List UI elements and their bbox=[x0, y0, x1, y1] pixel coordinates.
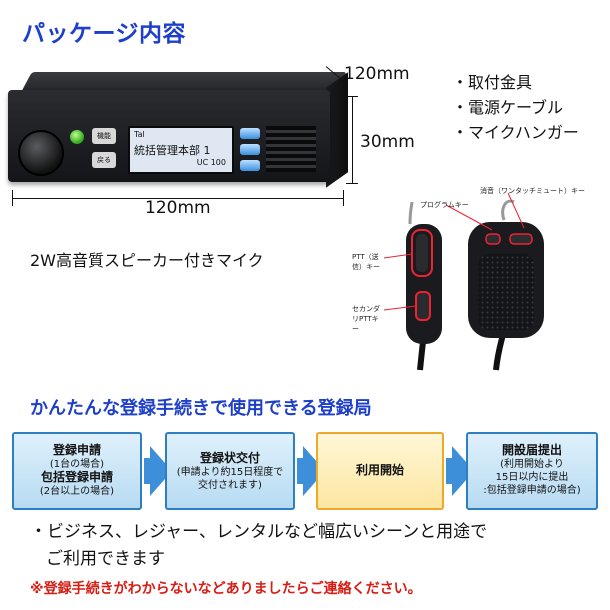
lcd-line-1: 統括管理本部 1 bbox=[134, 144, 211, 157]
step-2-note-2: 交付されます) bbox=[198, 480, 262, 491]
flow-arrow-3-stem bbox=[446, 458, 454, 484]
height-dimension-label: 30mm bbox=[360, 132, 415, 152]
usage-description: ・ビジネス、レジャー、レンタルなど幅広いシーンと用途で ご利用できます bbox=[30, 519, 487, 573]
step-4-note: (利用開始より bbox=[500, 459, 564, 470]
step-1-note-2: (2台以上の場合) bbox=[39, 486, 115, 497]
lcd-line-2: UC 100 bbox=[196, 158, 226, 167]
function-button: 機能 bbox=[92, 128, 116, 144]
width-dimension-line bbox=[12, 198, 344, 199]
height-dimension-tick-top bbox=[346, 96, 358, 97]
microphone-image: 消音（ワンタッチミュート）キー プログラムキー PTT（送信）キー セカンダリP… bbox=[350, 180, 610, 380]
volume-knob bbox=[18, 130, 64, 176]
registration-title: かんたんな登録手続きで使用できる登録局 bbox=[30, 398, 372, 419]
width-dimension-label: 120mm bbox=[145, 198, 211, 218]
blue-button-2 bbox=[240, 144, 260, 155]
step-2-title: 登録状交付 bbox=[199, 451, 260, 465]
radio-unit-image: 機能 戻る Tal 統括管理本部 1 UC 100 bbox=[8, 72, 348, 190]
height-dimension-tick-bottom bbox=[346, 183, 358, 184]
step-4-note-2: 15日以内に提出 bbox=[495, 472, 569, 483]
contact-note: ※登録手続きがわからないなどありましたらご連絡ください。 bbox=[30, 581, 422, 597]
step-registration-application: 登録申請 (1台の場合) 包括登録申請 (2台以上の場合) bbox=[12, 432, 142, 510]
accessory-item: ・電源ケーブル bbox=[452, 98, 564, 117]
usage-line-2: ご利用できます bbox=[46, 549, 165, 569]
program-key-label: プログラムキー bbox=[420, 201, 469, 209]
back-button: 戻る bbox=[92, 152, 116, 168]
depth-dimension-label: 120mm bbox=[344, 64, 410, 84]
height-dimension-line bbox=[352, 96, 353, 184]
radio-lcd: Tal 統括管理本部 1 UC 100 bbox=[128, 126, 234, 174]
signal-indicator: Tal bbox=[134, 130, 145, 139]
accessory-list: ・取付金具 ・電源ケーブル ・マイクハンガー bbox=[452, 70, 579, 145]
ptt-key-label: PTT（送信）キー bbox=[352, 253, 380, 271]
step-1-title: 登録申請 bbox=[52, 443, 101, 457]
step-opening-notification: 開設届提出 (利用開始より 15日以内に提出 :包括登録申請の場合) bbox=[466, 432, 598, 510]
flow-arrow-1-stem bbox=[144, 458, 152, 484]
flow-arrow-2-stem bbox=[297, 458, 305, 484]
accessory-item: ・マイクハンガー bbox=[452, 123, 579, 142]
step-1-note: (1台の場合) bbox=[49, 459, 105, 470]
step-4-title: 開設届提出 bbox=[501, 443, 562, 457]
accessory-item: ・取付金具 bbox=[452, 73, 533, 92]
power-led bbox=[70, 130, 84, 144]
secondary-ptt-key-label: セカンダリPTTキー bbox=[352, 305, 380, 333]
speaker-mic-caption: 2W高音質スピーカー付きマイク bbox=[30, 251, 264, 270]
blue-button-1 bbox=[240, 128, 260, 139]
width-dimension-tick-left bbox=[12, 190, 13, 206]
page-title: パッケージ内容 bbox=[22, 21, 187, 47]
step-certificate-issued: 登録状交付 (申請より約15日程度で 交付されます) bbox=[165, 432, 295, 510]
mute-key-label: 消音（ワンタッチミュート）キー bbox=[480, 187, 585, 195]
blue-button-3 bbox=[240, 160, 260, 171]
step-start-use: 利用開始 bbox=[316, 432, 444, 510]
step-4-note-3: :包括登録申請の場合) bbox=[483, 485, 581, 496]
usage-line-1: ・ビジネス、レジャー、レンタルなど幅広いシーンと用途で bbox=[30, 522, 488, 542]
step-3-title: 利用開始 bbox=[355, 463, 404, 477]
width-dimension-tick-right bbox=[343, 190, 344, 206]
step-1-title-2: 包括登録申請 bbox=[40, 470, 113, 484]
step-2-note: (申請より約15日程度で bbox=[176, 467, 284, 478]
speaker-grille bbox=[266, 126, 316, 172]
radio-front-panel: 機能 戻る Tal 統括管理本部 1 UC 100 bbox=[8, 90, 330, 182]
